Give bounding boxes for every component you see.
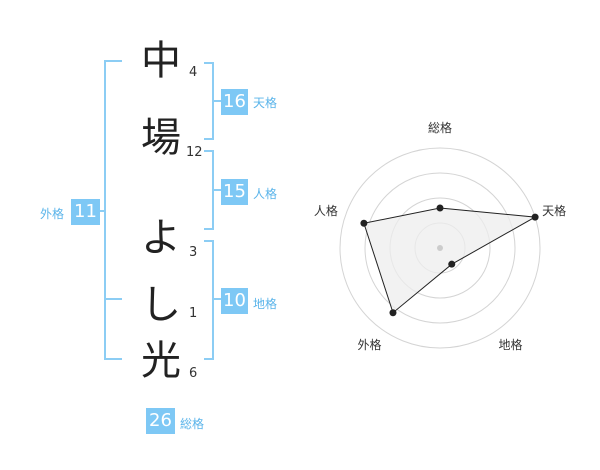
radar-point-5 xyxy=(360,219,368,227)
name-char-3: よ xyxy=(141,215,181,261)
name-char-1: 中 xyxy=(141,38,181,84)
name-char-5: 光 xyxy=(141,338,181,384)
radar-point-2 xyxy=(531,213,539,221)
stroke-count-2: 12 xyxy=(186,145,203,160)
stroke-count-5: 6 xyxy=(189,366,198,381)
radar-point-1 xyxy=(436,204,444,212)
tenkaku-label: 天格 xyxy=(253,96,278,110)
radar-axis-label-4: 外格 xyxy=(357,337,381,352)
chikaku-label: 地格 xyxy=(253,297,278,311)
radar-polygon xyxy=(363,207,537,314)
chikaku-bracket xyxy=(204,240,214,360)
radar-axis-label-3: 地格 xyxy=(499,337,523,352)
jinkaku-label: 人格 xyxy=(253,187,278,201)
chikaku-bracket-tick xyxy=(214,298,222,300)
gaikaku-bracket-tick-left xyxy=(100,210,106,212)
radar-axis-label-1: 総格 xyxy=(428,120,452,135)
jinkaku-badge: 15 xyxy=(221,179,248,205)
jinkaku-bracket-tick xyxy=(214,189,222,191)
stroke-count-4: 1 xyxy=(189,306,198,321)
stroke-count-3: 3 xyxy=(189,245,198,260)
name-char-4: し xyxy=(141,282,181,328)
radar-center-dot xyxy=(437,245,443,251)
tenkaku-bracket-tick xyxy=(214,100,222,102)
radar-ring-4 xyxy=(339,147,541,349)
jinkaku-bracket xyxy=(204,150,214,230)
gaikaku-badge: 11 xyxy=(71,199,100,225)
radar-point-4 xyxy=(389,309,397,317)
gaikaku-bracket-tick-top xyxy=(104,298,122,300)
name-char-2: 場 xyxy=(141,115,181,161)
radar-ring-3 xyxy=(364,172,516,324)
gaikaku-label: 外格 xyxy=(40,207,65,221)
chikaku-badge: 10 xyxy=(221,288,248,314)
soukaku-badge: 26 xyxy=(146,408,175,434)
tenkaku-bracket xyxy=(204,62,214,140)
tenkaku-badge: 16 xyxy=(221,89,248,115)
stroke-count-1: 4 xyxy=(189,65,198,80)
radar-point-3 xyxy=(448,260,456,268)
radar-axis-label-2: 天格 xyxy=(542,203,566,218)
radar-axis-label-5: 人格 xyxy=(314,203,338,218)
soukaku-label: 総格 xyxy=(180,417,205,431)
